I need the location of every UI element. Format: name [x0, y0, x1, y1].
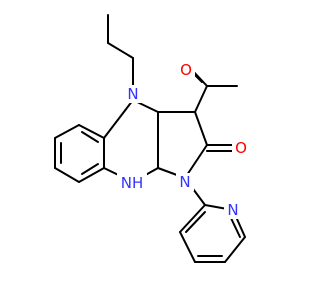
bond [103, 99, 134, 139]
atom-label-background [177, 61, 195, 79]
bond [78, 167, 105, 183]
double-bond-inner [185, 211, 206, 233]
atom-label-background [232, 139, 250, 157]
bond [107, 42, 134, 59]
bond [194, 85, 208, 113]
bond [184, 144, 208, 179]
bond [224, 236, 246, 263]
atom-label-background [117, 172, 147, 192]
molecule-structure-diagram: N O O NH N N [54, 14, 250, 263]
double-bond-inner [229, 215, 241, 238]
oxygen-atom-label: O [235, 139, 247, 157]
nitrogen-atom-label: N [179, 173, 190, 191]
bond [179, 204, 206, 233]
atom-label-background [124, 85, 142, 103]
nitrogen-atom-label: N [227, 201, 238, 219]
bond [78, 124, 105, 139]
bond [54, 167, 80, 183]
double-bond-inner [81, 163, 99, 175]
bond [179, 231, 196, 263]
bond [194, 111, 208, 146]
bond [54, 124, 80, 139]
nh-atom-label: NH [121, 174, 144, 192]
bond-layer [54, 14, 246, 263]
atom-label-background [176, 173, 194, 191]
atom-label-background [224, 201, 242, 219]
double-bond-inner [81, 131, 99, 143]
oxygen-atom-label: O [180, 61, 192, 79]
nitrogen-atom-label: N [127, 85, 138, 103]
atom-label-layer: N O O NH N N [117, 61, 250, 219]
